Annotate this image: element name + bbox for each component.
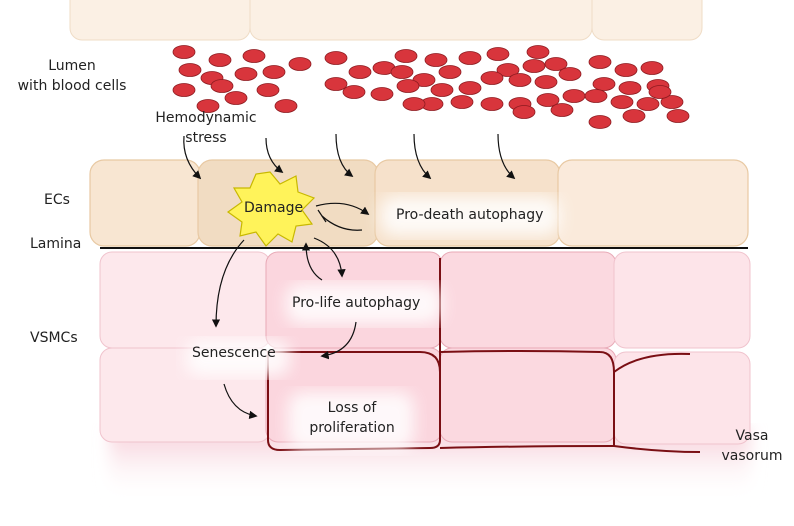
blood-cell	[666, 109, 690, 123]
blood-cell	[208, 53, 232, 67]
blood-cell	[390, 65, 414, 79]
pro-life-autophagy-label: Pro-life autophagy	[292, 295, 421, 311]
blood-cell	[224, 91, 248, 105]
blood-cell	[324, 77, 348, 91]
blood-cell	[550, 103, 574, 117]
blood-cell	[324, 51, 348, 65]
lamina-label: Lamina	[30, 236, 82, 252]
blood-cell	[622, 109, 646, 123]
loss-of-proliferation-label: Loss of proliferation	[309, 400, 395, 436]
blood-cell	[370, 87, 394, 101]
blood-cell	[614, 63, 638, 77]
blood-cell	[588, 55, 612, 69]
blood-cell	[288, 57, 312, 71]
damage-pro-life-arrows	[301, 237, 346, 281]
blood-cell	[178, 63, 202, 77]
blood-cells	[172, 45, 690, 129]
blood-cell	[458, 81, 482, 95]
blood-cell	[396, 79, 420, 93]
blood-cell	[394, 49, 418, 63]
blood-cell	[262, 65, 286, 79]
blood-cell	[458, 51, 482, 65]
blood-cell	[486, 47, 510, 61]
blood-cell	[536, 93, 560, 107]
vsmcs-label: VSMCs	[30, 330, 78, 346]
blood-cell	[342, 85, 366, 99]
ecs-label: ECs	[44, 192, 70, 208]
damage-to-pro-death	[315, 202, 370, 231]
blood-cell	[636, 97, 660, 111]
blood-cell	[480, 97, 504, 111]
blood-cell	[512, 105, 536, 119]
blood-cell	[424, 53, 448, 67]
pro-death-autophagy-label: Pro-death autophagy	[396, 207, 544, 223]
blood-cell	[496, 63, 520, 77]
blood-cell	[522, 59, 546, 73]
blood-cell	[450, 95, 474, 109]
blood-cell	[196, 99, 220, 113]
blood-cell	[584, 89, 608, 103]
blood-cell	[618, 81, 642, 95]
blood-cell	[526, 45, 550, 59]
blood-cell	[508, 73, 532, 87]
damage-label: Damage	[244, 200, 304, 216]
stress-arrows	[183, 133, 516, 180]
blood-cell	[256, 83, 280, 97]
lumen-label: Lumen with blood cells	[17, 58, 127, 94]
damage-burst	[226, 171, 316, 247]
blood-cell	[544, 57, 568, 71]
blood-cell	[534, 75, 558, 89]
upper-wall-cells	[69, 0, 703, 41]
blood-cell	[430, 83, 454, 97]
hemodynamic-stress-label: Hemodynamic stress	[155, 110, 257, 146]
blood-cell	[348, 65, 372, 79]
vasa-vasorum-label: Vasa vasorum	[721, 428, 783, 464]
blood-cell	[274, 99, 298, 113]
blood-cell	[234, 67, 258, 81]
damage-to-senescence-arrow	[211, 239, 245, 328]
blood-cell	[648, 85, 672, 99]
blood-cell	[402, 97, 426, 111]
blood-cell	[172, 83, 196, 97]
blood-cell	[242, 49, 266, 63]
blood-cell	[438, 65, 462, 79]
senescence-to-loss-arrow	[223, 383, 258, 420]
vasa-vasorum-vessels	[267, 258, 701, 453]
blood-cell	[210, 79, 234, 93]
blood-cell	[660, 95, 684, 109]
blood-cell	[588, 115, 612, 129]
blood-cell	[480, 71, 504, 85]
blood-cell	[172, 45, 196, 59]
blood-cell	[610, 95, 634, 109]
pro-life-to-senescence-arrow	[320, 321, 357, 360]
blood-cell	[592, 77, 616, 91]
blood-cell	[558, 67, 582, 81]
blood-cell	[640, 61, 664, 75]
blood-cell	[562, 89, 586, 103]
senescence-label: Senescence	[192, 345, 276, 361]
